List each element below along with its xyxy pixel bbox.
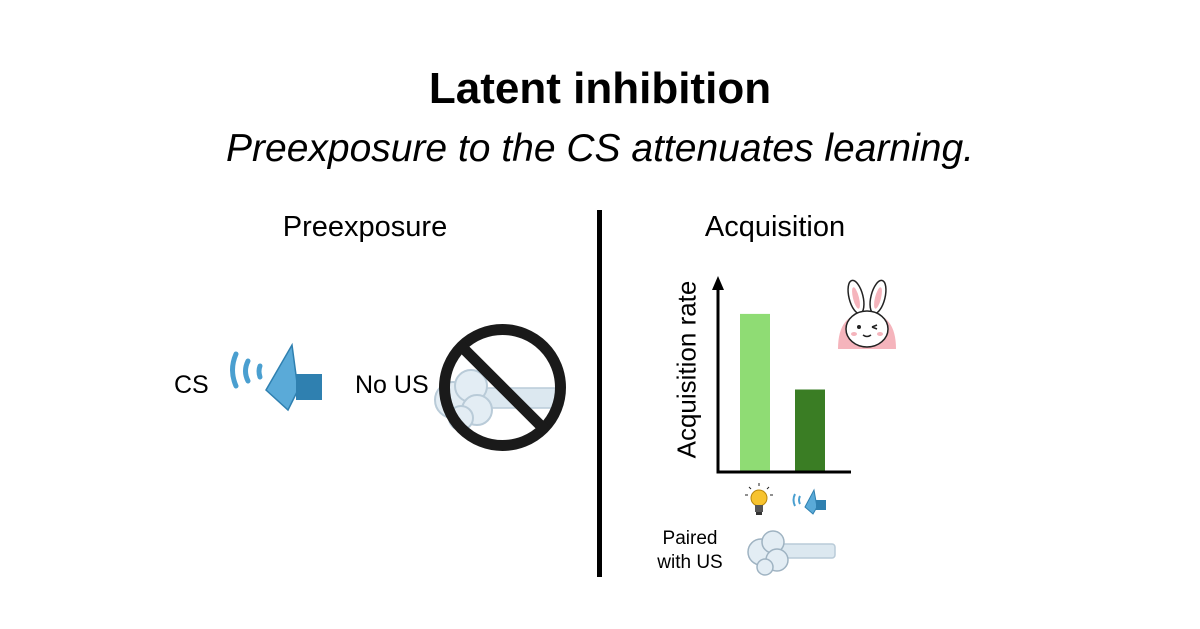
- lightbulb-icon: [745, 483, 773, 515]
- speaker-icon: [230, 342, 322, 412]
- preexposure-heading: Preexposure: [282, 211, 448, 243]
- no-us-label: No US: [355, 371, 429, 399]
- cs-label: CS: [174, 371, 209, 399]
- acquisition-heading: Acquisition: [704, 211, 846, 243]
- page-subtitle: Preexposure to the CS attenuates learnin…: [226, 127, 974, 170]
- prohibition-icon: [439, 324, 566, 451]
- bar-tone: [795, 389, 825, 471]
- speaker-icon: [792, 488, 826, 515]
- panel-divider: [597, 210, 602, 577]
- paired-label-line2: with US: [657, 552, 723, 573]
- air-puff-icon: [747, 530, 836, 576]
- paired-label-line1: Paired: [662, 528, 718, 549]
- y-axis-label: Acquisition rate: [671, 280, 702, 459]
- paired-with-us-label: Paired with US: [650, 527, 730, 575]
- bar-lightbulb: [740, 313, 770, 471]
- y-axis-arrowhead: [712, 276, 724, 290]
- rabbit-icon: [838, 279, 896, 349]
- acquisition-bar-chart: [712, 276, 851, 474]
- page-title: Latent inhibition: [428, 64, 772, 113]
